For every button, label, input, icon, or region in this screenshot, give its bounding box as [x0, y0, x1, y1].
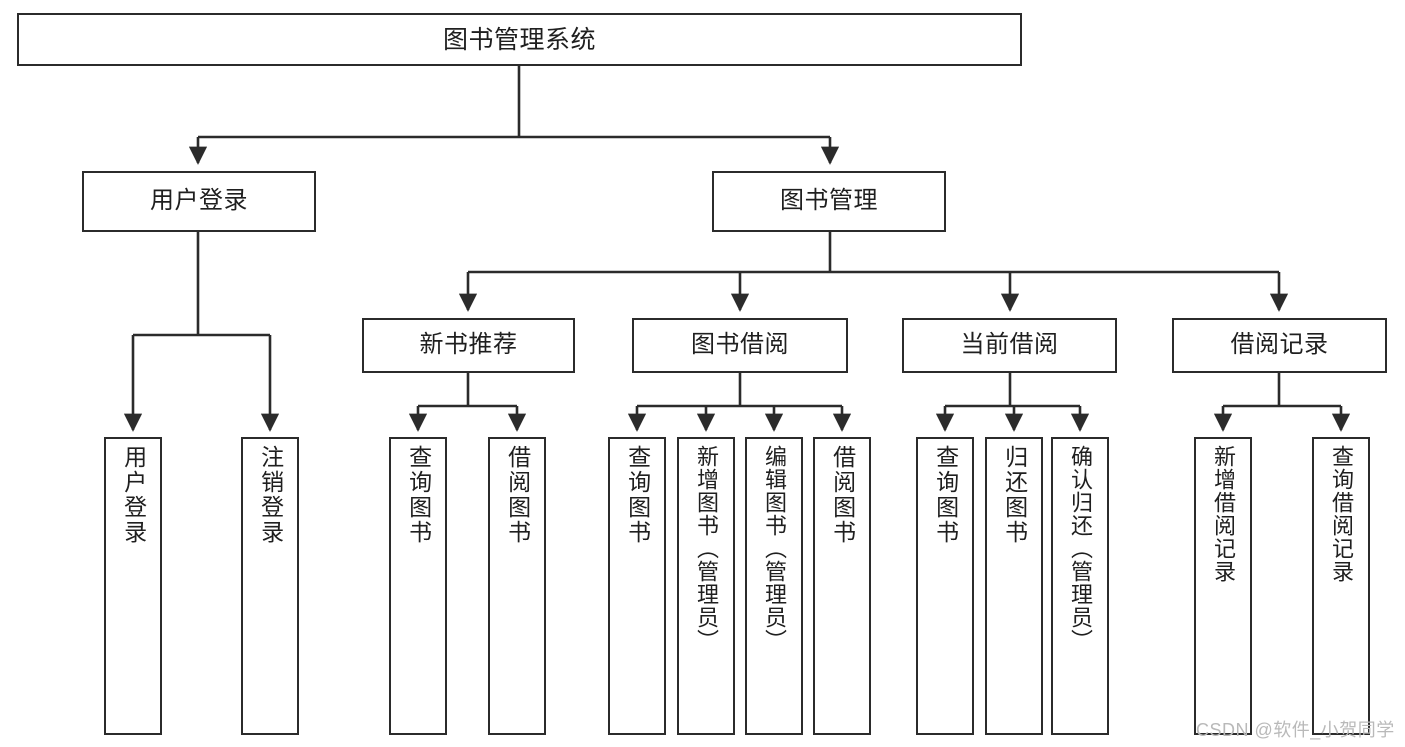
- leaf-query-record-label: 查询借阅记录: [1328, 445, 1354, 583]
- node-current-borrow[interactable]: 当前借阅: [902, 318, 1117, 373]
- leaf-borrow-book-2-label: 借阅图书: [829, 445, 856, 545]
- node-book-borrow-label: 图书借阅: [691, 331, 789, 359]
- leaf-edit-book[interactable]: 编辑图书（管理员）: [745, 437, 803, 735]
- node-user-login[interactable]: 用户登录: [82, 171, 316, 232]
- node-book-manage[interactable]: 图书管理: [712, 171, 946, 232]
- leaf-query-book-1[interactable]: 查询图书: [389, 437, 447, 735]
- node-new-book-rec-label: 新书推荐: [419, 331, 518, 359]
- leaf-add-book[interactable]: 新增图书（管理员）: [677, 437, 735, 735]
- leaf-confirm-return-label: 确认归还（管理员）: [1067, 445, 1093, 652]
- leaf-user-login-label: 用户登录: [120, 445, 147, 545]
- leaf-logout-label: 注销登录: [257, 445, 284, 545]
- leaf-add-record[interactable]: 新增借阅记录: [1194, 437, 1252, 735]
- leaf-borrow-book-2[interactable]: 借阅图书: [813, 437, 871, 735]
- node-user-login-label: 用户登录: [150, 187, 248, 215]
- node-current-borrow-label: 当前借阅: [960, 331, 1059, 359]
- leaf-borrow-book-1-label: 借阅图书: [504, 445, 531, 545]
- node-new-book-rec[interactable]: 新书推荐: [362, 318, 575, 373]
- leaf-add-book-label: 新增图书（管理员）: [693, 445, 719, 652]
- leaf-query-book-2-label: 查询图书: [624, 445, 651, 545]
- leaf-edit-book-label: 编辑图书（管理员）: [761, 445, 787, 652]
- leaf-confirm-return[interactable]: 确认归还（管理员）: [1051, 437, 1109, 735]
- node-book-manage-label: 图书管理: [780, 187, 878, 215]
- leaf-user-login[interactable]: 用户登录: [104, 437, 162, 735]
- leaf-logout[interactable]: 注销登录: [241, 437, 299, 735]
- leaf-query-book-3-label: 查询图书: [932, 445, 959, 545]
- leaf-add-record-label: 新增借阅记录: [1210, 445, 1236, 583]
- node-borrow-record[interactable]: 借阅记录: [1172, 318, 1387, 373]
- leaf-query-book-3[interactable]: 查询图书: [916, 437, 974, 735]
- leaf-borrow-book-1[interactable]: 借阅图书: [488, 437, 546, 735]
- watermark: CSDN @软件_小贺同学: [1196, 720, 1395, 740]
- node-root-label: 图书管理系统: [442, 25, 596, 54]
- leaf-query-book-2[interactable]: 查询图书: [608, 437, 666, 735]
- node-root[interactable]: 图书管理系统: [17, 13, 1022, 66]
- leaf-return-book-label: 归还图书: [1001, 445, 1028, 545]
- leaf-return-book[interactable]: 归还图书: [985, 437, 1043, 735]
- leaf-query-book-1-label: 查询图书: [405, 445, 432, 545]
- leaf-query-record[interactable]: 查询借阅记录: [1312, 437, 1370, 735]
- node-borrow-record-label: 借阅记录: [1230, 331, 1329, 359]
- node-book-borrow[interactable]: 图书借阅: [632, 318, 848, 373]
